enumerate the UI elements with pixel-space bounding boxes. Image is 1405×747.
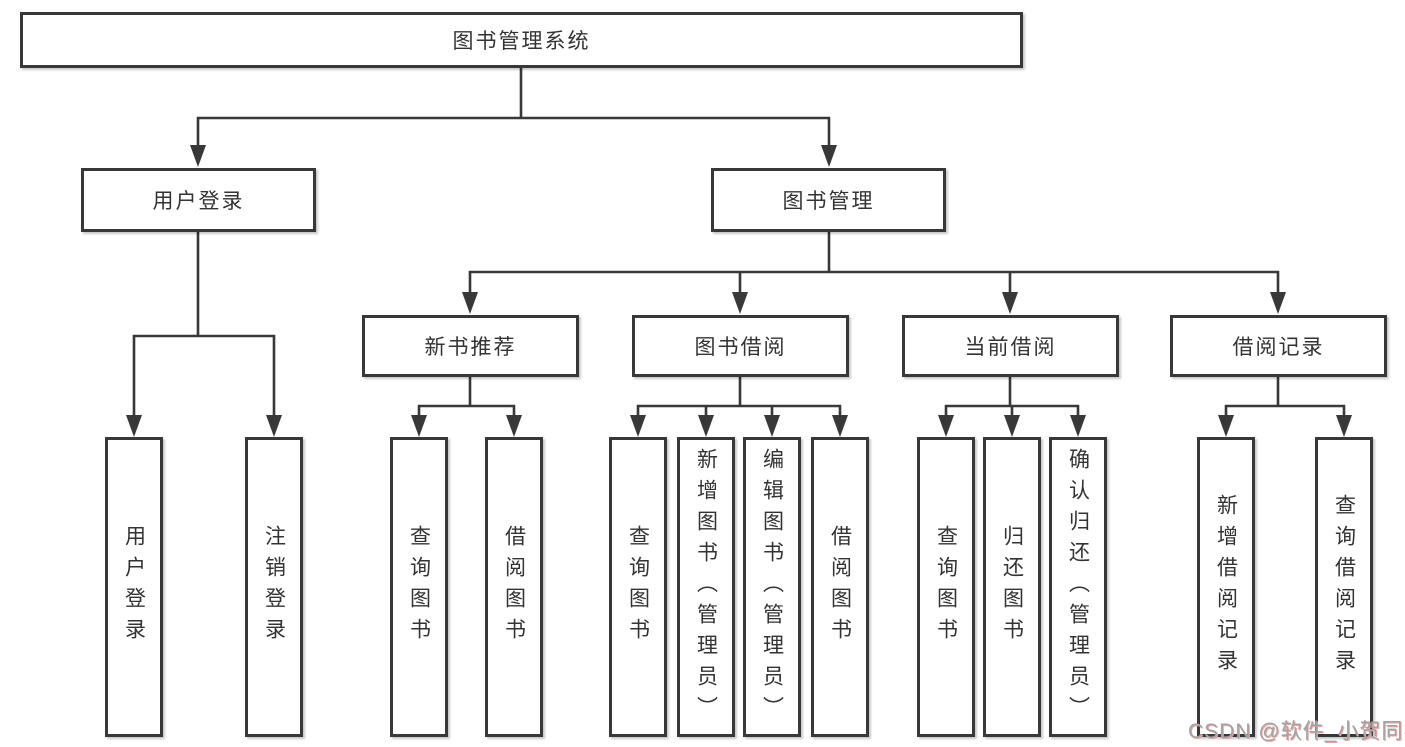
leaf-edit-books-admin-label: 编辑图书（管理员）	[760, 447, 784, 727]
leaf-query-books-current: 查询图书	[917, 437, 975, 737]
leaf-borrow-books-recommend-label: 借阅图书	[502, 525, 526, 649]
node-borrowing-records: 借阅记录	[1170, 315, 1387, 377]
leaf-confirm-return-admin-label: 确认归还（管理员）	[1066, 447, 1090, 727]
leaf-query-borrow-record-label: 查询借阅记录	[1332, 494, 1356, 680]
leaf-logout-label: 注销登录	[262, 525, 286, 649]
leaf-confirm-return-admin: 确认归还（管理员）	[1049, 437, 1107, 737]
node-book-management-label: 图书管理	[782, 190, 875, 213]
node-user-login-label: 用户登录	[152, 190, 245, 213]
leaf-query-borrow-record: 查询借阅记录	[1315, 437, 1373, 737]
leaf-edit-books-admin: 编辑图书（管理员）	[743, 437, 801, 737]
node-root-system-label: 图书管理系统	[452, 30, 591, 53]
leaf-query-books-recommend-label: 查询图书	[407, 525, 431, 649]
csdn-watermark: CSDN @软件_小贺同学	[1188, 720, 1405, 743]
leaf-add-borrow-record-label: 新增借阅记录	[1214, 494, 1238, 680]
leaf-query-books-recommend: 查询图书	[390, 437, 448, 737]
node-new-book-recommendation-label: 新书推荐	[424, 336, 517, 359]
leaf-borrow-books-label: 借阅图书	[828, 525, 852, 649]
node-book-borrowing: 图书借阅	[632, 315, 849, 377]
node-borrowing-records-label: 借阅记录	[1232, 336, 1325, 359]
node-root-system: 图书管理系统	[20, 12, 1023, 68]
leaf-return-books-label: 归还图书	[1000, 525, 1024, 649]
leaf-query-books-current-label: 查询图书	[934, 525, 958, 649]
leaf-borrow-books-recommend: 借阅图书	[485, 437, 543, 737]
leaf-add-books-admin-label: 新增图书（管理员）	[694, 447, 718, 727]
leaf-return-books: 归还图书	[983, 437, 1041, 737]
leaf-query-books-borrowing-label: 查询图书	[626, 525, 650, 649]
leaf-user-login: 用户登录	[105, 437, 163, 737]
leaf-query-books-borrowing: 查询图书	[609, 437, 667, 737]
leaf-logout: 注销登录	[245, 437, 303, 737]
node-current-borrowing: 当前借阅	[902, 315, 1119, 377]
leaf-add-borrow-record: 新增借阅记录	[1197, 437, 1255, 737]
leaf-add-books-admin: 新增图书（管理员）	[677, 437, 735, 737]
node-new-book-recommendation: 新书推荐	[362, 315, 579, 377]
leaf-borrow-books: 借阅图书	[811, 437, 869, 737]
node-user-login: 用户登录	[81, 168, 316, 232]
node-book-management: 图书管理	[711, 168, 946, 232]
node-current-borrowing-label: 当前借阅	[964, 336, 1057, 359]
leaf-user-login-label: 用户登录	[122, 525, 146, 649]
node-book-borrowing-label: 图书借阅	[694, 336, 787, 359]
